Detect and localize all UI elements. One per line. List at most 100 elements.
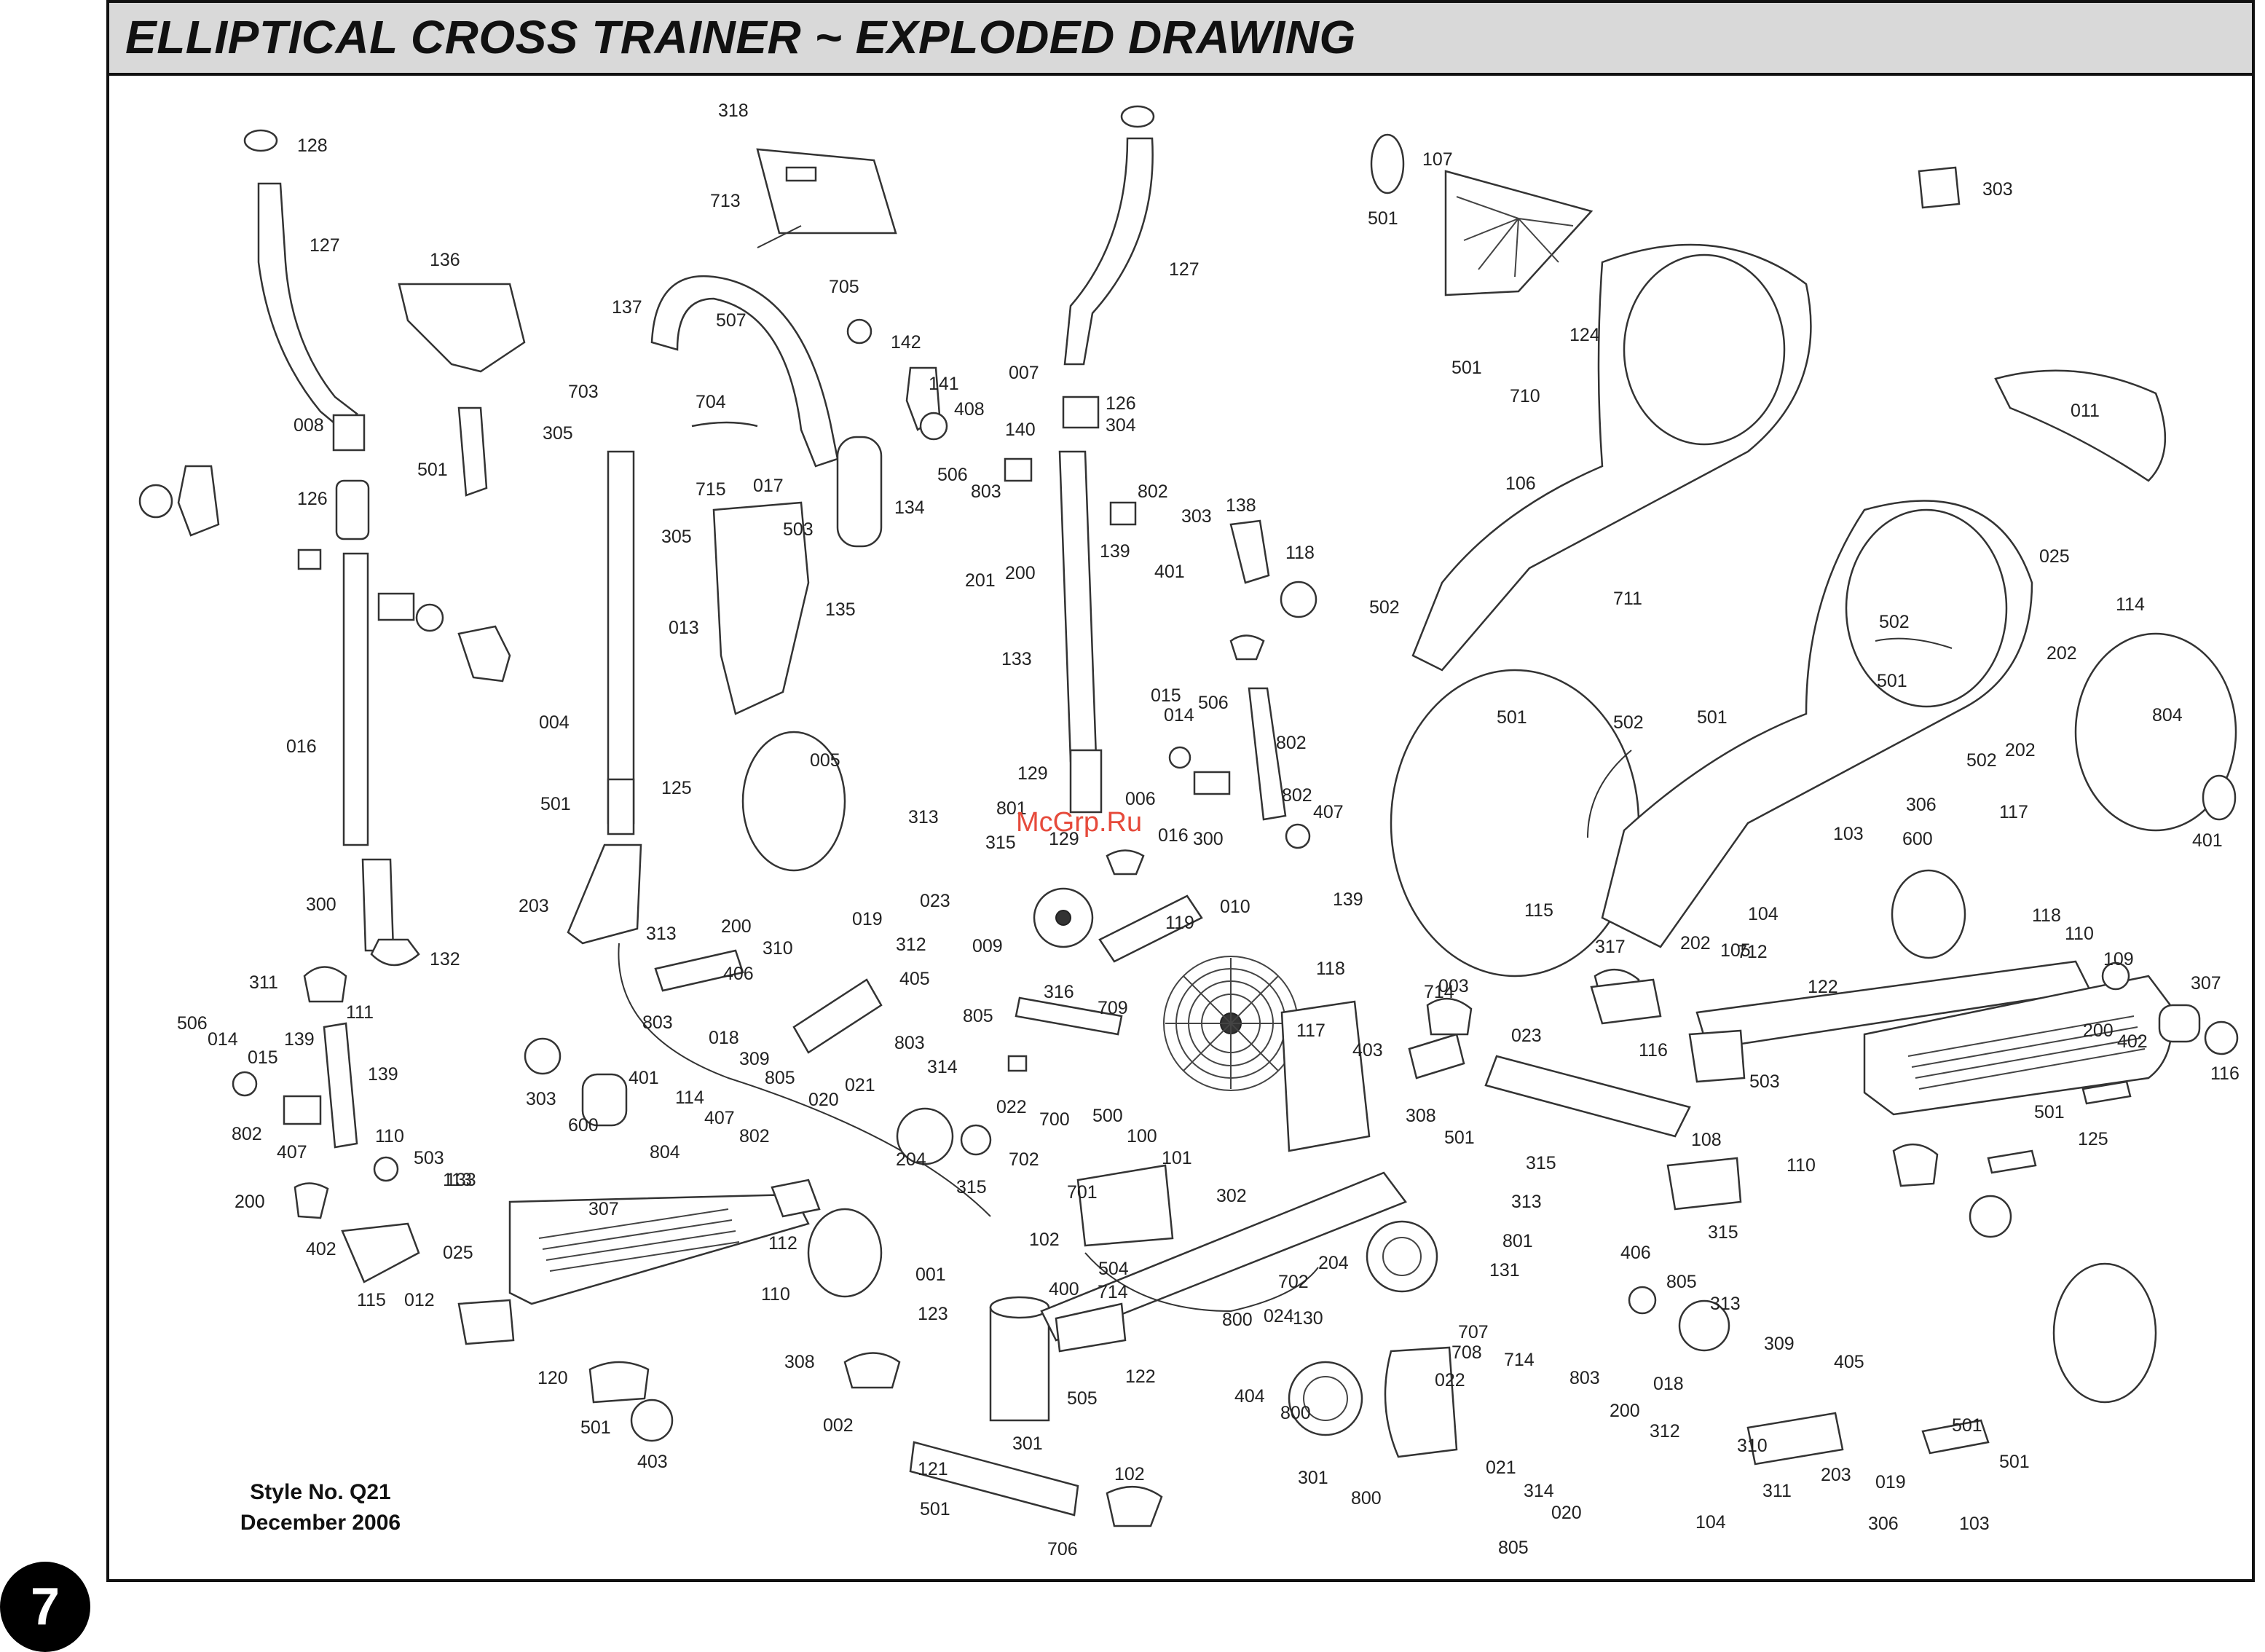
console-bracket-136 xyxy=(398,283,526,373)
cap-110b xyxy=(630,1399,674,1442)
callout: 127 xyxy=(310,235,340,256)
right-pedal-assembly xyxy=(1590,869,2239,1466)
callout: 703 xyxy=(568,382,599,402)
lower-arm-014b xyxy=(1248,687,1287,821)
bracket-stem xyxy=(457,406,488,497)
callout: 700 xyxy=(1039,1109,1070,1130)
callout: 504 xyxy=(1098,1259,1129,1279)
pulley-021b xyxy=(1678,1299,1730,1352)
console-wires xyxy=(757,225,802,248)
drive-crank-assembly xyxy=(654,887,1203,1165)
pedal-tread xyxy=(538,1208,740,1272)
callout: 800 xyxy=(1351,1488,1382,1509)
callout: 502 xyxy=(1613,712,1644,733)
callout: 137 xyxy=(612,297,642,318)
washer-408 xyxy=(919,412,948,441)
callout: 401 xyxy=(1154,562,1185,582)
callout: 309 xyxy=(739,1049,770,1069)
callout: 501 xyxy=(1697,707,1728,728)
callout: 303 xyxy=(526,1089,556,1109)
callout: 501 xyxy=(1952,1415,1982,1436)
callout: 401 xyxy=(629,1068,659,1088)
pulley-guard-103b xyxy=(2074,632,2237,832)
callout: 204 xyxy=(896,1149,926,1170)
callout: 130 xyxy=(1293,1308,1323,1329)
callout: 022 xyxy=(996,1097,1027,1117)
callout: 202 xyxy=(1680,933,1711,953)
callout: 406 xyxy=(723,964,754,984)
callout: 805 xyxy=(1666,1272,1697,1292)
rear-stabilizer-003 xyxy=(1484,1055,1691,1138)
callout: 600 xyxy=(568,1115,599,1136)
bearing-139c xyxy=(1109,501,1137,526)
callout: 501 xyxy=(580,1417,611,1438)
cap-part xyxy=(138,484,173,519)
callout: 113 xyxy=(443,1170,472,1190)
cover-132 xyxy=(303,966,347,1003)
post-cover-111 xyxy=(567,843,642,945)
callout: 019 xyxy=(1875,1472,1906,1492)
callout: 302 xyxy=(1216,1186,1247,1206)
page-number-badge: 7 xyxy=(0,1562,90,1652)
callout: 104 xyxy=(1695,1512,1726,1533)
callout: 507 xyxy=(716,310,747,331)
link-019b xyxy=(1921,1419,1990,1455)
axle-015b xyxy=(1193,771,1231,795)
callout: 133 xyxy=(1001,649,1032,669)
callout: 306 xyxy=(1906,795,1937,815)
callout: 503 xyxy=(414,1148,444,1168)
bearing-part xyxy=(297,548,322,570)
callout: 002 xyxy=(823,1415,854,1436)
callout: 131 xyxy=(1489,1260,1520,1281)
callout: 135 xyxy=(825,599,856,620)
callout: 118 xyxy=(2032,905,2061,926)
clamp-300b xyxy=(1106,849,1145,876)
callout: 004 xyxy=(539,712,570,733)
callout: 108 xyxy=(1691,1130,1722,1150)
callout: 015 xyxy=(1151,685,1181,706)
callout: 115 xyxy=(357,1290,386,1310)
callout: 311 xyxy=(249,972,278,993)
callout: 100 xyxy=(1127,1126,1157,1146)
callout: 304 xyxy=(1106,415,1136,436)
callout: 310 xyxy=(763,938,793,959)
callout: 803 xyxy=(894,1033,925,1053)
callout: 317 xyxy=(1595,937,1626,957)
title-bar: ELLIPTICAL CROSS TRAINER ~ EXPLODED DRAW… xyxy=(109,3,2252,76)
callout: 800 xyxy=(1222,1310,1253,1330)
callout: 307 xyxy=(588,1199,619,1219)
link-018 xyxy=(792,978,883,1054)
callout: 405 xyxy=(899,969,930,989)
roller-109 xyxy=(1590,978,1662,1025)
callout: 021 xyxy=(845,1075,875,1096)
cam-part xyxy=(457,625,511,683)
callout: 802 xyxy=(739,1126,770,1146)
callout: 407 xyxy=(277,1142,307,1163)
bearing-139 xyxy=(232,1071,258,1097)
water-bottle-134 xyxy=(836,436,883,548)
washer-part xyxy=(415,603,444,632)
callout: 300 xyxy=(1193,829,1224,849)
clamp-300 xyxy=(370,938,420,967)
callout: 406 xyxy=(1620,1243,1651,1263)
flywheel-guard-119 xyxy=(1163,956,1299,1091)
callout: 202 xyxy=(2005,740,2036,760)
end-cap-128b xyxy=(1120,105,1155,128)
callout: 005 xyxy=(810,750,840,771)
callout: 129 xyxy=(1049,829,1079,849)
callout: 110 xyxy=(1787,1155,1816,1176)
watermark: McGrp.Ru xyxy=(1016,807,1143,838)
flywheel-024 xyxy=(1384,1346,1458,1458)
callout: 501 xyxy=(540,794,571,814)
callout: 314 xyxy=(927,1057,958,1077)
cap-022 xyxy=(960,1124,992,1156)
callout: 701 xyxy=(1067,1182,1098,1203)
roller-117 xyxy=(581,1073,628,1127)
callout: 116 xyxy=(2210,1063,2240,1084)
roller-108 xyxy=(1892,1143,1939,1187)
callout: 318 xyxy=(718,101,749,121)
callout: 118 xyxy=(1285,543,1315,563)
callout: 200 xyxy=(1610,1401,1640,1421)
console-assembly xyxy=(567,148,991,1217)
